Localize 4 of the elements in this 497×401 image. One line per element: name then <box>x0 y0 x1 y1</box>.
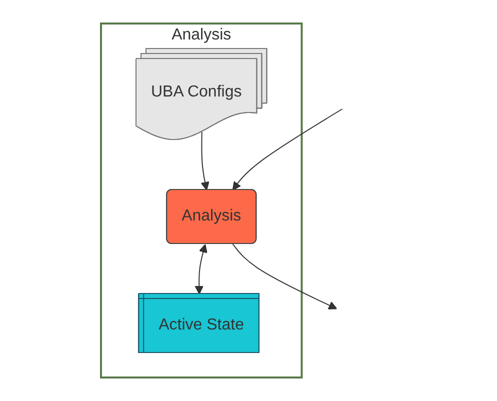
arrow <box>232 108 342 190</box>
arrow <box>200 132 209 190</box>
arrow <box>194 244 208 294</box>
arrow <box>232 244 337 310</box>
